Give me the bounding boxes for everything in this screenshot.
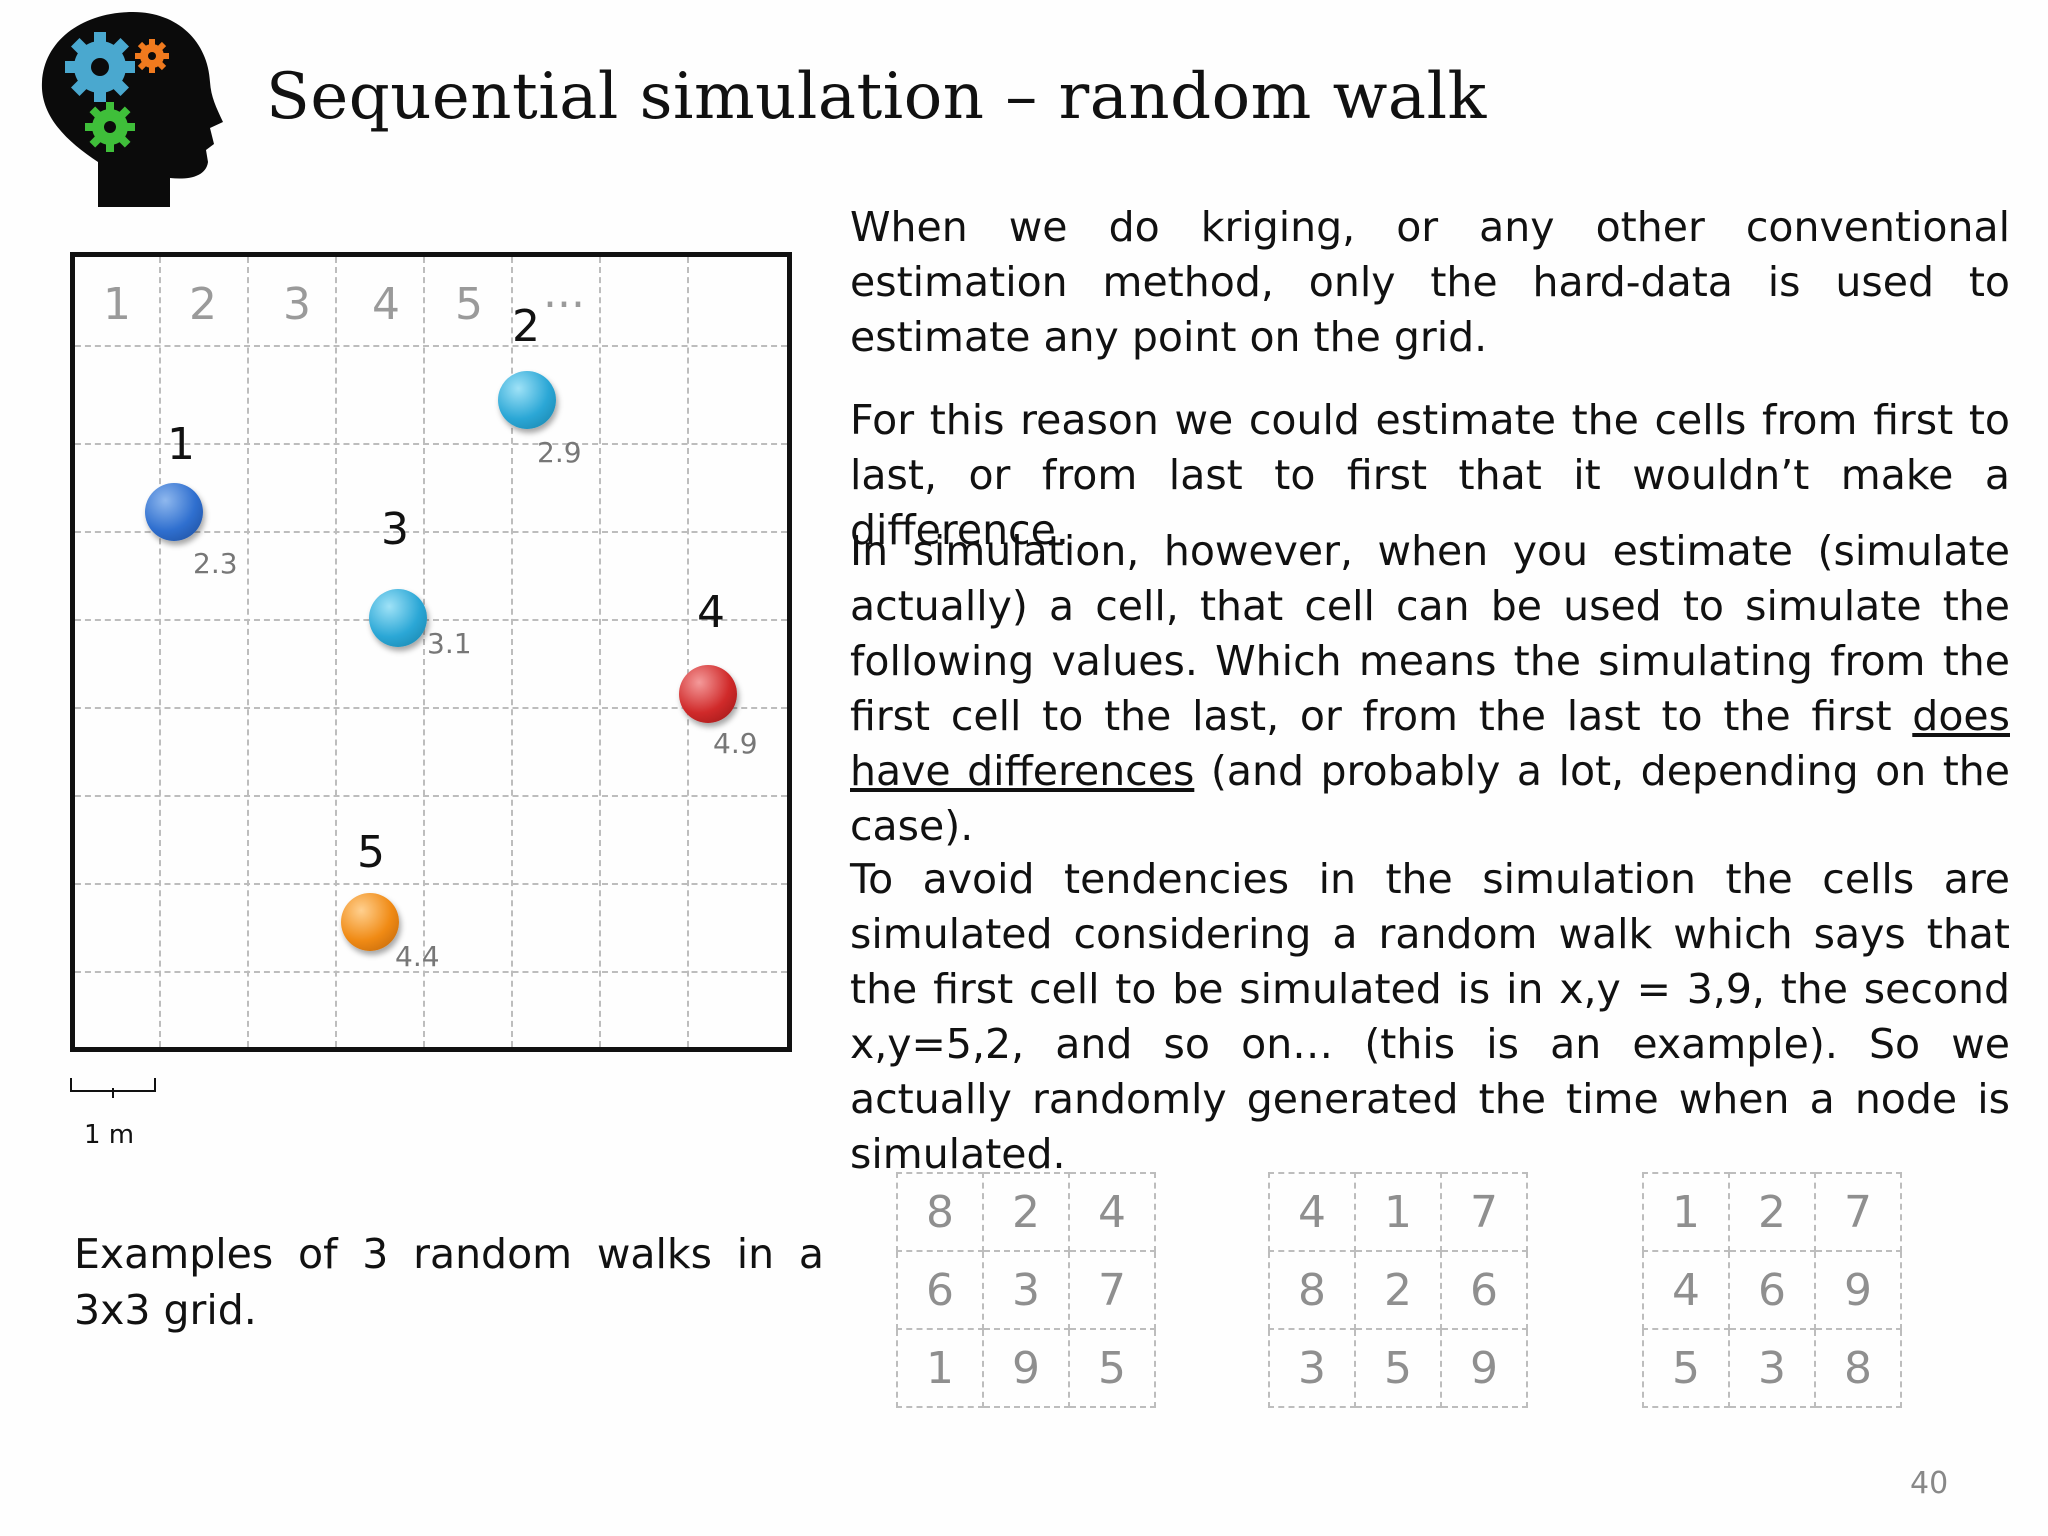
paragraph-1: When we do kriging, or any other convent… [850,203,2010,361]
walk-cell: 7 [1440,1172,1528,1252]
walk-cell: 1 [1354,1172,1442,1252]
walk-cell: 2 [982,1172,1070,1252]
point-value: 3.1 [427,627,472,660]
walk-cell: 6 [1728,1250,1816,1330]
emphasized-phrase: does have differences [850,692,2010,795]
column-number: 2 [189,279,217,330]
grid-line [75,619,787,621]
column-number: ... [543,267,585,318]
random-walk-grid: 8 2 4 6 3 7 1 9 5 [896,1172,1156,1408]
walk-cell: 3 [1268,1328,1356,1408]
walk-cell: 1 [1642,1172,1730,1252]
walk-cell: 4 [1068,1172,1156,1252]
page-number: 40 [1910,1466,1949,1501]
grid-line [599,257,601,1047]
walk-cell: 3 [982,1250,1070,1330]
paragraph-3-text-end: (and probably a lot, depending on the ca… [850,747,2011,850]
data-point-marker [145,483,203,541]
point-value: 4.9 [713,727,758,760]
random-walk-grid: 1 2 7 4 6 9 5 3 8 [1642,1172,1902,1408]
head-with-gears-icon [41,12,223,207]
grid-line [75,443,787,445]
grid-line [75,971,787,973]
grid-line [75,345,787,347]
walk-cell: 9 [1440,1328,1528,1408]
point-label: 3 [381,504,409,555]
walk-cell: 7 [1814,1172,1902,1252]
grid-line [423,257,425,1047]
walk-cell: 4 [1642,1250,1730,1330]
column-number: 4 [372,279,400,330]
grid-line [687,257,689,1047]
data-point-marker [369,589,427,647]
column-number: 1 [103,279,131,330]
grid-line [75,531,787,533]
slide-title: Sequential simulation – random walk [266,60,1487,134]
walk-cell: 2 [1728,1172,1816,1252]
walk-cell: 4 [1268,1172,1356,1252]
walk-cell: 5 [1642,1328,1730,1408]
grid-line [247,257,249,1047]
data-point-marker [679,665,737,723]
data-point-marker [341,893,399,951]
paragraph-3-text: In simulation, however, when you estimat… [850,527,2010,740]
walk-cell: 7 [1068,1250,1156,1330]
random-walk-grid: 4 1 7 8 2 6 3 5 9 [1268,1172,1528,1408]
walk-cell: 3 [1728,1328,1816,1408]
point-label: 5 [357,827,385,878]
grid-line [159,257,161,1047]
grid-line [75,883,787,885]
walk-cell: 8 [896,1172,984,1252]
walk-cell: 1 [896,1328,984,1408]
scale-bar-tick [112,1088,114,1098]
point-label: 1 [167,419,195,470]
walk-cell: 8 [1814,1328,1902,1408]
point-label: 4 [697,587,725,638]
point-label: 2 [512,301,540,352]
walk-cell: 9 [982,1328,1070,1408]
walks-caption: Examples of 3 random walks in a 3x3 grid… [74,1230,824,1334]
paragraph-4: To avoid tendencies in the simulation th… [850,855,2010,1178]
walk-cell: 6 [896,1250,984,1330]
point-value: 2.9 [537,436,582,469]
column-number: 5 [455,279,483,330]
grid-figure: 1 2 3 4 5 ... 1 2.3 2 2.9 3 3.1 4 4.9 5 … [70,252,792,1052]
point-value: 2.3 [193,547,238,580]
walk-cell: 6 [1440,1250,1528,1330]
data-point-marker [498,371,556,429]
grid-line [75,707,787,709]
scale-label: 1 m [84,1120,135,1150]
walk-cell: 8 [1268,1250,1356,1330]
grid-line [75,795,787,797]
point-value: 4.4 [395,940,440,973]
walk-cell: 5 [1354,1328,1442,1408]
column-number: 3 [283,279,311,330]
paragraph-2: For this reason we could estimate the ce… [850,396,2010,554]
paragraph-3: In simulation, however, when you estimat… [850,524,2010,854]
walk-cell: 5 [1068,1328,1156,1408]
walk-cell: 9 [1814,1250,1902,1330]
walk-cell: 2 [1354,1250,1442,1330]
grid-line [511,257,513,1047]
grid-line [335,257,337,1047]
